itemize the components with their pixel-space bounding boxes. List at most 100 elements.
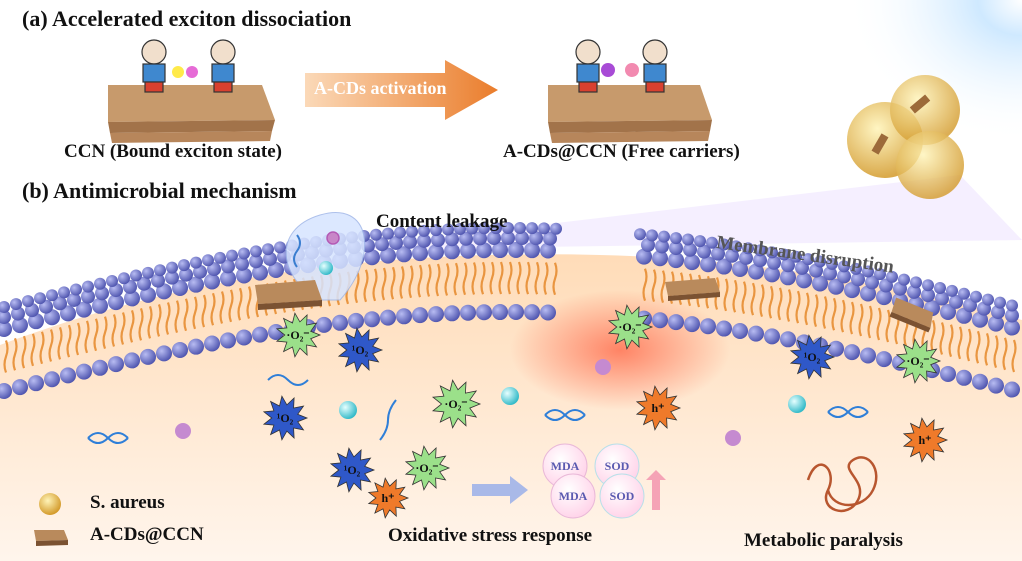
lipid-head — [28, 375, 44, 392]
oxidative-stress-label: Oxidative stress response — [388, 525, 593, 546]
activation-arrow — [305, 60, 498, 120]
lipid-head — [268, 261, 284, 278]
lipid-tail — [858, 303, 864, 337]
lipid-head — [524, 304, 540, 321]
lipid-head — [364, 311, 380, 328]
lipid-head — [389, 235, 403, 250]
lipid-head — [697, 244, 711, 259]
lipid-head — [403, 234, 417, 249]
lipid-head — [76, 363, 92, 380]
lipid-tail — [237, 287, 243, 321]
lipid-head — [380, 309, 396, 326]
lipid-head — [823, 266, 837, 281]
lipid-head — [706, 236, 718, 249]
s-aureus-legend-icon — [39, 493, 61, 515]
lipid-tail — [66, 324, 72, 358]
lipid-head — [252, 326, 268, 343]
lipid-head — [34, 292, 46, 305]
lipid-head — [940, 303, 956, 320]
lipid-tail — [732, 279, 738, 313]
lipid-tail — [426, 264, 432, 297]
lipid-tail — [210, 292, 216, 326]
hole-star: h⁺ — [635, 385, 682, 431]
lipid-head — [655, 239, 669, 254]
lipid-tail — [642, 268, 648, 302]
lipid-head — [249, 254, 263, 269]
lipid-tail — [399, 266, 405, 299]
lipid-head — [431, 233, 445, 248]
lipid-head — [94, 277, 106, 290]
lipid-tail — [165, 302, 171, 335]
lipid-head — [780, 331, 796, 348]
lipid-head — [694, 235, 706, 248]
exciton-figures-left — [141, 39, 236, 93]
lipid-tail — [822, 296, 828, 329]
lipid-tail — [453, 262, 459, 296]
lipid-head — [444, 243, 460, 260]
lipid-head — [934, 282, 946, 295]
lipid-head — [828, 278, 844, 295]
metabolic-tangle — [806, 456, 878, 512]
lipid-head — [12, 379, 28, 396]
lipid-head — [838, 260, 850, 273]
lipid-head — [380, 247, 396, 264]
lipid-head — [418, 224, 430, 237]
lipid-head — [274, 241, 286, 254]
lipid-tail — [840, 299, 846, 333]
lipid-tail — [3, 340, 9, 373]
lipid-head — [766, 246, 778, 259]
lipid-head — [991, 305, 1005, 320]
lipid-tail — [786, 289, 792, 322]
superoxide-star-label: ·O₂⁻ — [286, 328, 309, 342]
lipid-head — [796, 272, 812, 289]
lipid-tail — [849, 301, 855, 335]
lipid-tail — [21, 335, 27, 369]
lipid-head — [417, 233, 431, 248]
lipid-head — [460, 242, 476, 259]
lipid-tail — [948, 324, 954, 358]
a-cds-ccn-legend-icon — [34, 530, 68, 546]
lipid-head — [683, 242, 697, 257]
lipid-head — [956, 369, 972, 386]
singlet-oxygen-star: ¹O₂ — [337, 327, 384, 373]
lipid-head — [652, 250, 668, 267]
lipid-head — [844, 282, 860, 299]
lipid-head — [236, 267, 252, 284]
singlet-oxygen-star: ¹O₂ — [329, 447, 376, 493]
lipid-tail — [651, 269, 657, 302]
lipid-tail — [174, 300, 180, 333]
leakage-bubble — [285, 212, 366, 301]
lipid-tail — [552, 262, 558, 296]
lipid-tail — [30, 333, 36, 367]
lipid-head — [454, 222, 466, 235]
lipid-head — [348, 312, 364, 329]
lipid-head — [412, 245, 428, 262]
lipid-head — [778, 248, 790, 261]
lipid-tail — [138, 308, 144, 341]
lipid-head — [428, 244, 444, 261]
lipid-head — [994, 296, 1006, 309]
lipid-head — [540, 242, 556, 259]
lipid-head — [876, 289, 892, 306]
lipid-tail — [966, 328, 972, 362]
lipid-head — [487, 231, 501, 246]
lipid-tail — [1011, 339, 1017, 373]
lipid-head — [988, 377, 1004, 394]
singlet-oxygen-star: ¹O₂ — [262, 395, 309, 441]
lipid-head — [700, 256, 716, 273]
lipid-tail — [39, 331, 45, 365]
lipid-head — [508, 242, 524, 259]
lipid-head — [742, 242, 754, 255]
hole-star: h⁺ — [367, 477, 410, 519]
lipid-head — [764, 328, 780, 345]
lipid-head — [106, 274, 118, 287]
lipid-head — [538, 222, 550, 235]
lipid-head — [60, 367, 76, 384]
ccn-block-right — [548, 85, 712, 143]
mda-bubble-2 — [550, 473, 596, 519]
lipid-head — [668, 314, 684, 331]
lipid-head — [492, 304, 508, 321]
lipid-tail — [876, 307, 882, 341]
sod-text-1: SOD — [605, 459, 630, 473]
lipid-tail — [723, 278, 729, 312]
